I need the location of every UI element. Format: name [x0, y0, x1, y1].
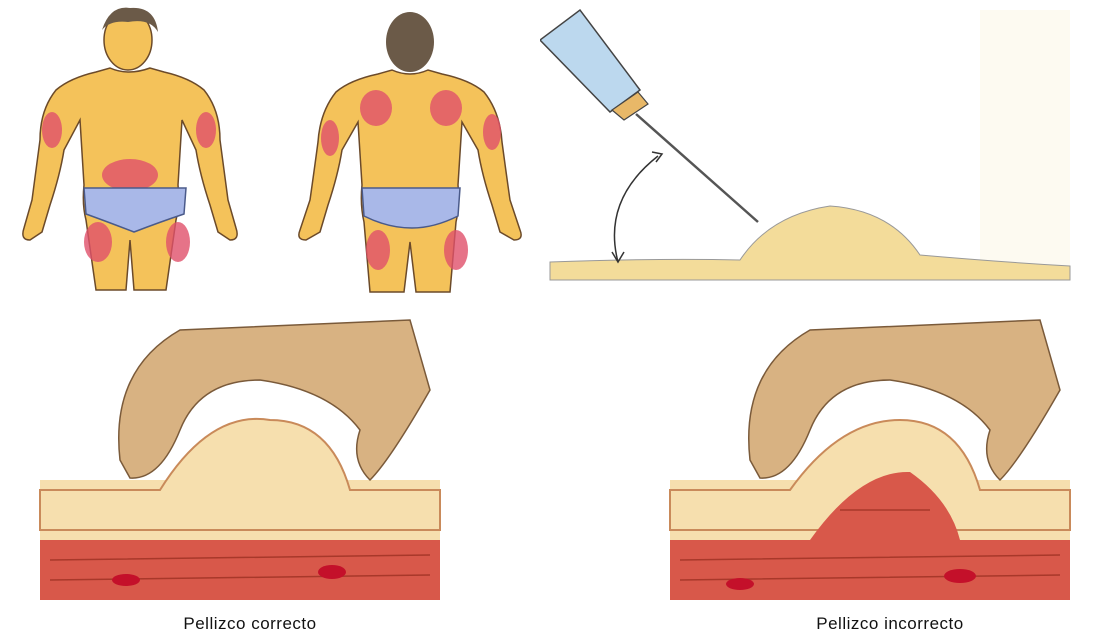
- injection-zone-back-arm-left: [321, 120, 339, 156]
- injection-zone-shoulder-left: [360, 90, 392, 126]
- syringe-icon: [540, 10, 758, 222]
- back-body-figure: [270, 0, 540, 300]
- angle-arrow-icon: [614, 156, 658, 262]
- injection-zone-thigh-right: [166, 222, 190, 262]
- incorrect-pinch-illustration: [660, 310, 1080, 610]
- injection-zone-shoulder-right: [430, 90, 462, 126]
- caption-incorrect-pinch: Pellizco incorrecto: [770, 614, 1010, 634]
- correct-pinch-illustration: [30, 310, 450, 610]
- injection-zone-back-thigh-right: [444, 230, 468, 270]
- injection-zone-arm-right: [196, 112, 216, 148]
- injection-zone-abdomen: [102, 159, 158, 191]
- front-body-figure: [0, 0, 260, 300]
- injection-zone-back-thigh-left: [366, 230, 390, 270]
- injection-zone-back-arm-right: [483, 114, 501, 150]
- injection-zone-thigh-left: [84, 222, 112, 262]
- syringe-angle-diagram: [540, 0, 1094, 300]
- caption-correct-pinch: Pellizco correcto: [140, 614, 360, 634]
- muscle-layer: [40, 540, 440, 600]
- injection-zone-arm-left: [42, 112, 62, 148]
